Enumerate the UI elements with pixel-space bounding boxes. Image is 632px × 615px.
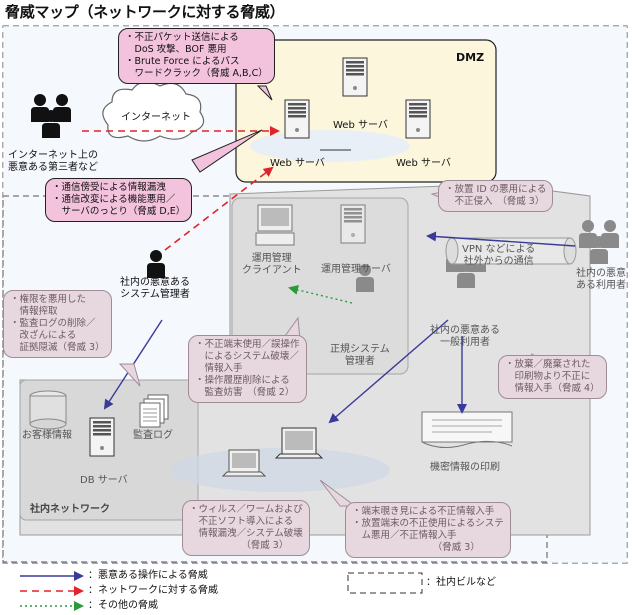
document-stack-icon: [139, 394, 169, 428]
legend-malicious-op: ：悪意ある操作による脅威: [88, 570, 208, 581]
web-server-top-label: Web サーバ: [333, 120, 388, 131]
callout-network-threat: ・通信傍受による情報漏洩 ・通信改変による機能悪用／ サーバのっとり（脅威 D,…: [45, 178, 193, 222]
web-server-right-label: Web サーバ: [396, 158, 451, 169]
legend-building: ：社内ビルなど: [426, 577, 496, 588]
legend-network-threat: ：ネットワークに対する脅威: [88, 585, 218, 596]
internet-label: インターネット: [121, 112, 191, 123]
callout-admin-abuse: ・権限を悪用した 情報搾取 ・監査ログの削除／ 改ざんによる 証拠隠滅（脅威 3…: [3, 290, 112, 358]
legit-admin-label: 正規システム 管理者: [330, 344, 390, 367]
laptop-icon: [221, 449, 267, 477]
malicious-user-label: 社内の悪意ある 一般利用者: [430, 325, 500, 348]
callout-dmz-threat: ・不正パケット送信による DoS 攻撃、BOF 悪用 ・Brute Force …: [118, 28, 275, 84]
callout-peeping: ・端末覗き見による不正情報入手 ・放置端末の不正使用によるシステ ム悪用／不正情…: [345, 502, 511, 558]
server-icon: [405, 99, 431, 139]
attacker-label: インターネット上の 悪意ある第三者など: [8, 150, 98, 173]
server-icon: [284, 99, 310, 139]
laptop-icon: [274, 427, 324, 459]
callout-id-abuse: ・放置 ID の悪用による 不正侵入 （脅威 3）: [438, 180, 554, 212]
page-title: 脅威マップ（ネットワークに対する脅威）: [5, 3, 285, 21]
dmz-label: DMZ: [456, 51, 485, 64]
server-icon: [340, 204, 366, 244]
callout-virus: ・ウィルス／ワームおよび 不正ソフト導入による 情報漏洩／システム破壊 （脅威 …: [182, 500, 310, 556]
server-icon: [89, 417, 115, 457]
mgmt-client-label: 運用管理 クライアント: [242, 253, 302, 276]
web-server-left-label: Web サーバ: [270, 158, 325, 169]
printer-icon: [421, 411, 513, 448]
mgmt-server-label: 運用管理サーバ: [321, 264, 391, 275]
callout-print-abuse: ・放棄／廃棄された 印刷物より不正に 情報入手（脅威 4）: [498, 355, 607, 399]
vpn-label: VPN などによる 社外からの通信: [462, 244, 536, 267]
customer-info-label: お客様情報: [22, 430, 72, 441]
cloud-icon: [102, 81, 205, 142]
internal-network-label: 社内ネットワーク: [30, 504, 110, 515]
malicious-admin-label: 社内の悪意ある システム管理者: [120, 277, 190, 300]
desktop-pc-icon: [255, 204, 295, 246]
callout-terminal-abuse: ・不正端末使用／誤操作 によるシステム破壊／ 情報入手 ・操作履歴削除による 監…: [188, 335, 307, 403]
database-icon: [29, 390, 67, 430]
confidential-print-label: 機密情報の印刷: [430, 462, 500, 473]
server-icon: [342, 57, 368, 97]
remote-user-label: 社内の悪意 ある利用者: [576, 268, 626, 291]
db-server-label: DB サーバ: [80, 475, 128, 486]
legend-other-threat: ：その他の脅威: [88, 600, 158, 611]
audit-log-label: 監査ログ: [133, 430, 173, 441]
